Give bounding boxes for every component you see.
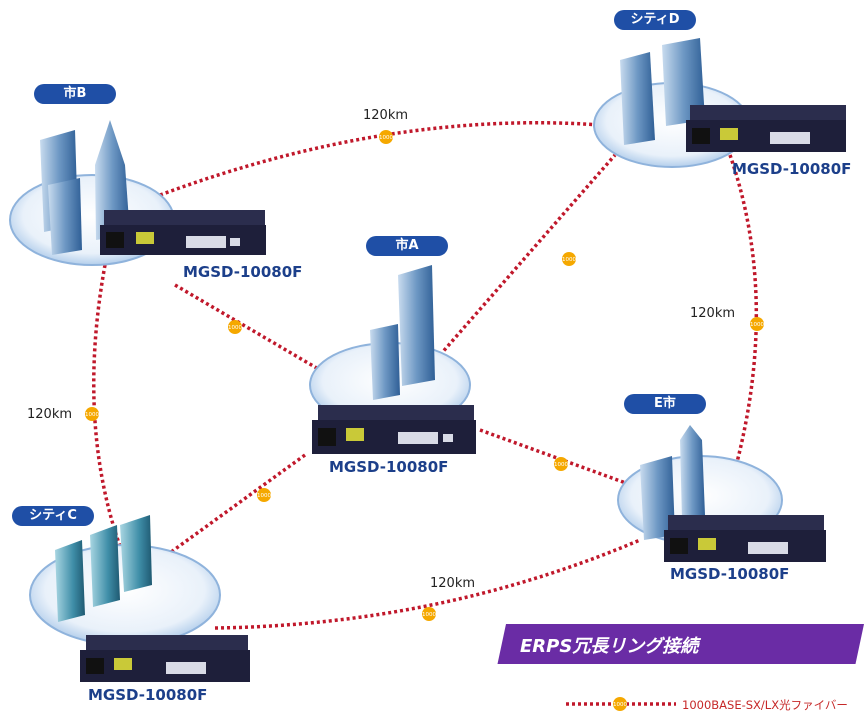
badge-a-b: 1000 (228, 320, 242, 334)
switch-a (312, 405, 476, 454)
badges: 1000 1000 1000 1000 1000 1000 1000 1000 (85, 130, 764, 621)
model-label-c: MGSD-10080F (88, 686, 208, 704)
link-a-e (479, 428, 646, 492)
link-a-d (438, 153, 617, 357)
city-label-c: シティC (12, 506, 94, 526)
ring-links (92, 121, 759, 630)
city-label-a: 市A (366, 236, 448, 256)
model-label-a: MGSD-10080F (329, 458, 449, 476)
link-a-b (174, 283, 321, 372)
svg-text:1000: 1000 (228, 325, 242, 331)
svg-text:1000: 1000 (554, 462, 568, 468)
model-label-b: MGSD-10080F (183, 263, 303, 281)
svg-text:1000: 1000 (750, 322, 764, 328)
distance-b-d: 120km (363, 108, 409, 123)
svg-text:1000: 1000 (257, 493, 271, 499)
legend-badge: 1000 (613, 702, 627, 708)
model-label-e: MGSD-10080F (670, 565, 790, 583)
buildings-d (620, 38, 705, 145)
svg-text:1000: 1000 (85, 412, 99, 418)
badge-a-e: 1000 (554, 457, 568, 471)
legend-swatch: 1000 (566, 697, 676, 711)
badge-c-e: 1000 (422, 607, 436, 621)
model-label-d: MGSD-10080F (732, 160, 852, 178)
distance-c-e: 120km (430, 576, 476, 591)
badge-a-c: 1000 (257, 488, 271, 502)
city-label-d: シティD (614, 10, 696, 30)
buildings-c (55, 515, 152, 622)
switch-b (100, 210, 266, 255)
legend-label: 1000BASE-SX/LX光ファイバー (682, 698, 848, 712)
svg-text:1000: 1000 (379, 135, 393, 141)
switch-e (664, 515, 826, 562)
link-c-e (214, 538, 641, 630)
badge-b-c: 1000 (85, 407, 99, 421)
svg-text:1000: 1000 (562, 257, 576, 263)
distance-b-c: 120km (27, 407, 73, 422)
link-a-c (158, 453, 307, 562)
buildings-a (370, 265, 435, 400)
buildings-e (640, 425, 705, 540)
city-label-e: E市 (624, 394, 706, 414)
switch-d (686, 105, 846, 152)
distance-d-e: 120km (690, 306, 736, 321)
badge-d-e: 1000 (750, 317, 764, 331)
svg-text:1000: 1000 (422, 612, 436, 618)
switch-c (80, 635, 250, 682)
title-banner-text: ERPS冗長リング接続 (520, 636, 699, 657)
badge-a-d: 1000 (562, 252, 576, 266)
link-b-c (92, 264, 127, 561)
link-b-d (159, 121, 601, 197)
badge-b-d: 1000 (379, 130, 393, 144)
city-label-b: 市B (34, 84, 116, 104)
